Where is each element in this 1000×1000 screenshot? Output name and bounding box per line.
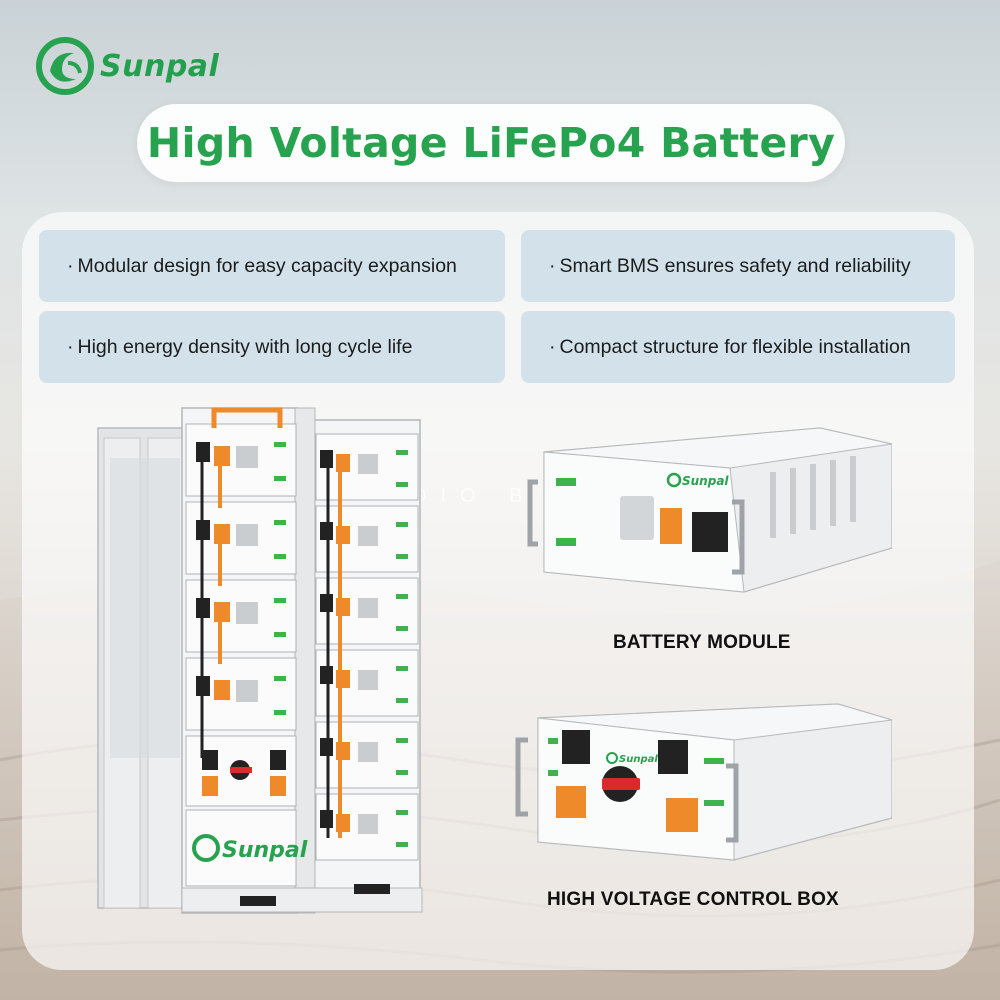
watermark: DIO B	[412, 485, 537, 507]
feature-smart-bms: · Smart BMS ensures safety and reliabili…	[521, 230, 955, 302]
sunpal-swirl-icon	[36, 37, 94, 95]
feature-energy-density: · High energy density with long cycle li…	[39, 311, 505, 383]
bullet: ·	[67, 254, 74, 277]
battery-module-image: Sunpal	[527, 427, 892, 593]
control-box-image: Sunpal	[515, 703, 892, 861]
control-box-caption: HIGH VOLTAGE CONTROL BOX	[547, 889, 839, 910]
feature-text: Compact structure for flexible installat…	[559, 335, 911, 358]
bullet: ·	[549, 335, 556, 358]
bullet: ·	[67, 335, 74, 358]
bullet: ·	[549, 254, 556, 277]
rack-logo-text: Sunpal	[222, 838, 308, 863]
battery-module-caption: BATTERY MODULE	[613, 632, 791, 653]
feature-text: Smart BMS ensures safety and reliability	[559, 254, 911, 277]
page-title: High Voltage LiFePo4 Battery	[146, 119, 836, 167]
battery-rack-image: Sunpal	[97, 407, 423, 914]
brand-logo: Sunpal	[36, 36, 236, 96]
control-logo-text: Sunpal	[619, 754, 658, 765]
feature-compact-structure: · Compact structure for flexible install…	[521, 311, 955, 383]
feature-modular-design: · Modular design for easy capacity expan…	[39, 230, 505, 302]
module-logo-text: Sunpal	[682, 474, 729, 488]
feature-text: Modular design for easy capacity expansi…	[77, 254, 457, 277]
brand-name: Sunpal	[100, 48, 220, 84]
title-banner: High Voltage LiFePo4 Battery	[137, 104, 845, 182]
feature-text: High energy density with long cycle life	[77, 335, 413, 358]
